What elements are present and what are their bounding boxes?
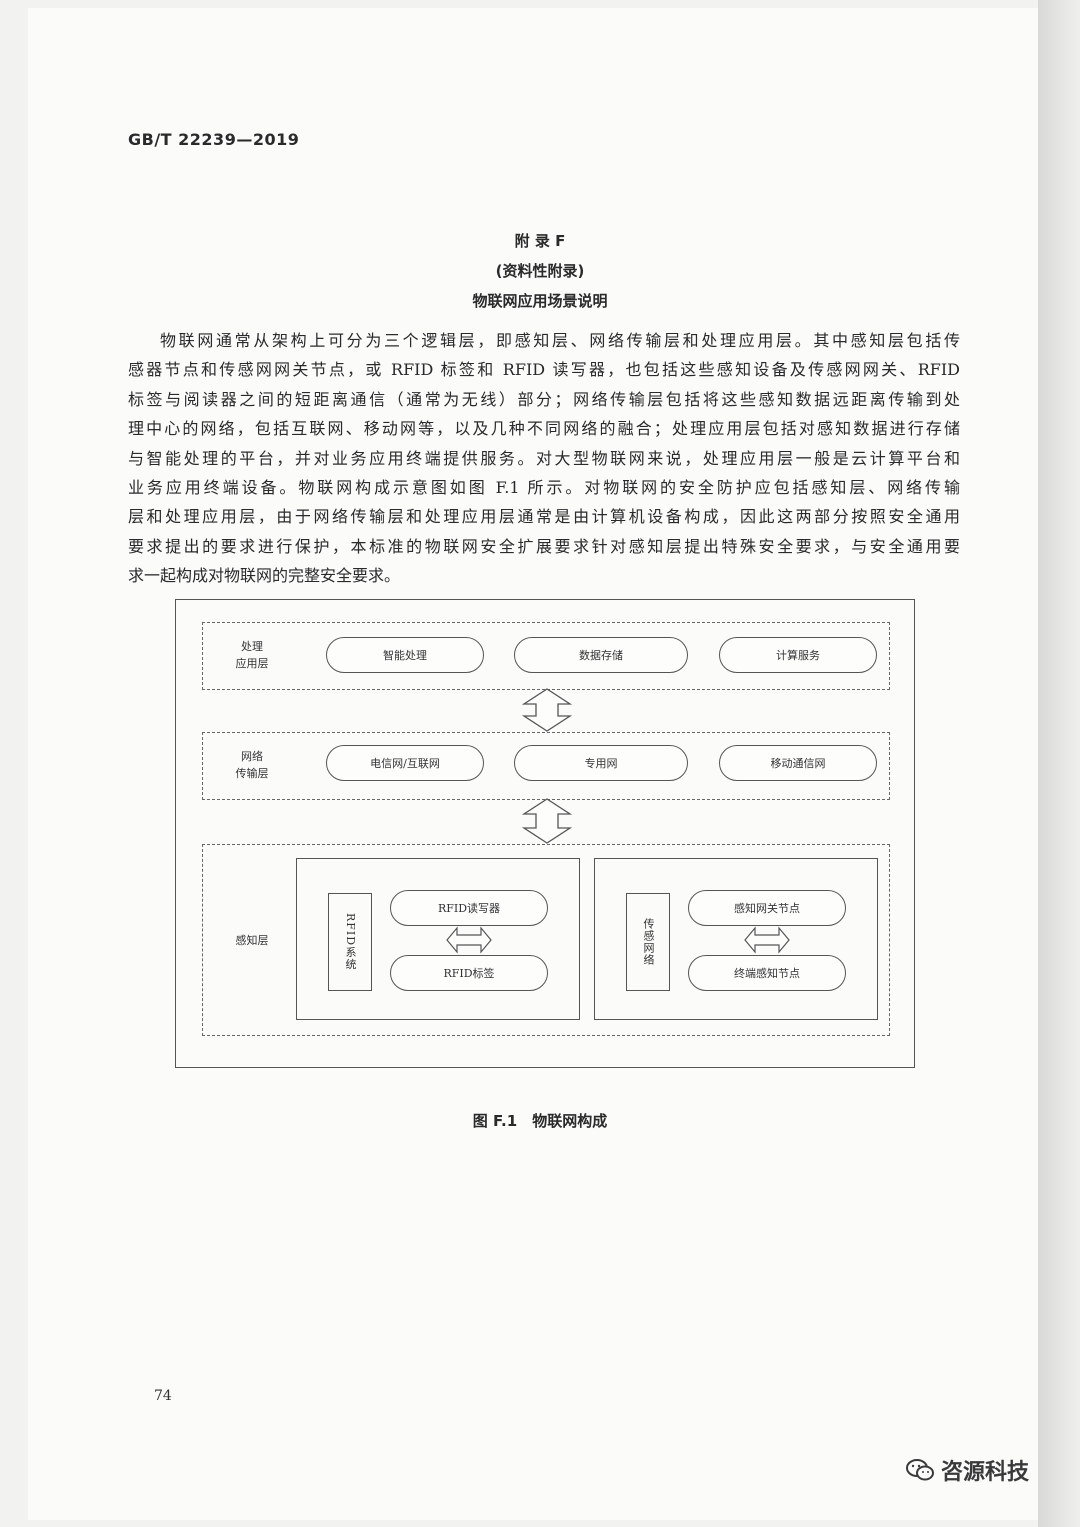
body-line: 业务应用终端设备。物联网构成示意图如图 F.1 所示。对物联网的安全防护应包括感… [128, 478, 960, 498]
body-line: 理中心的网络，包括互联网、移动网等，以及几种不同网络的融合；处理应用层包括对感知… [128, 419, 960, 439]
watermark-text: 咨源科技 [941, 1460, 1030, 1485]
page-edge-shadow [1038, 0, 1080, 1527]
compute-service-node: 计算服务 [719, 637, 877, 673]
private-network-node: 专用网 [514, 745, 688, 781]
bidirectional-arrow-icon [521, 688, 573, 732]
label-line: 网络 [241, 750, 263, 763]
body-line: 物联网通常从架构上可分为三个逻辑层，即感知层、网络传输层和处理应用层。其中感知层… [160, 331, 960, 350]
telecom-internet-node: 电信网/互联网 [326, 745, 484, 781]
rfid-tag-node: RFID标签 [390, 955, 548, 991]
perception-layer-box [202, 844, 890, 1036]
rfid-reader-node: RFID读写器 [390, 890, 548, 926]
label-line: 处理 [241, 640, 263, 653]
body-line: 标签与阅读器之间的短距离通信（通常为无线）部分；网络传输层包括将这些感知数据远距… [128, 389, 960, 409]
rfid-system-label-box: RFID系统 [328, 893, 372, 991]
gateway-node: 感知网关节点 [688, 890, 846, 926]
mobile-network-node: 移动通信网 [719, 745, 877, 781]
horizontal-link-icon [744, 926, 790, 954]
sensor-subsystem-box [594, 858, 878, 1020]
body-line: 与智能处理的平台，并对业务应用终端提供服务。对大型物联网来说，处理应用层一般是云… [128, 448, 960, 468]
smart-processing-node: 智能处理 [326, 637, 484, 673]
body-line: 求一起构成对物联网的完整安全要求。 [128, 566, 401, 586]
document-code: GB/T 22239—2019 [128, 130, 300, 149]
data-storage-node: 数据存储 [514, 637, 688, 673]
appendix-title: 附 录 F [514, 232, 566, 250]
body-line: 感器节点和传感网网关节点，或 RFID 标签和 RFID 读写器，也包括这些感知… [128, 360, 960, 380]
appendix-heading: 物联网应用场景说明 [472, 292, 608, 310]
body-line: 层和处理应用层，由于网络传输层和处理应用层通常是由计算机设备构成，因此这两部分按… [128, 507, 960, 527]
watermark: 咨源科技 [905, 1454, 1029, 1486]
label-line: 应用层 [235, 657, 269, 670]
rfid-system-label: RFID系统 [344, 913, 357, 971]
body-paragraph: 物联网通常从架构上可分为三个逻辑层，即感知层、网络传输层和处理应用层。其中感知层… [128, 326, 960, 591]
rfid-subsystem-box [296, 858, 580, 1020]
appendix-type: (资料性附录) [495, 262, 585, 280]
sensor-network-label: 传感网络 [642, 918, 655, 966]
page-number: 74 [154, 1388, 172, 1404]
wechat-icon [906, 1459, 934, 1481]
processing-layer-label: 处理 应用层 [222, 638, 282, 672]
network-layer-label: 网络 传输层 [222, 748, 282, 782]
horizontal-link-icon [446, 926, 492, 954]
body-line: 要求提出的要求进行保护，本标准的物联网安全扩展要求针对感知层提出特殊安全要求，与… [128, 536, 960, 556]
sensor-network-label-box: 传感网络 [626, 893, 670, 991]
label-line: 传输层 [235, 767, 269, 780]
bidirectional-arrow-icon [521, 798, 573, 844]
figure-caption: 图 F.1 物联网构成 [472, 1112, 608, 1130]
figure-frame [175, 599, 915, 1068]
terminal-node: 终端感知节点 [688, 955, 846, 991]
perception-layer-label: 感知层 [235, 934, 269, 947]
